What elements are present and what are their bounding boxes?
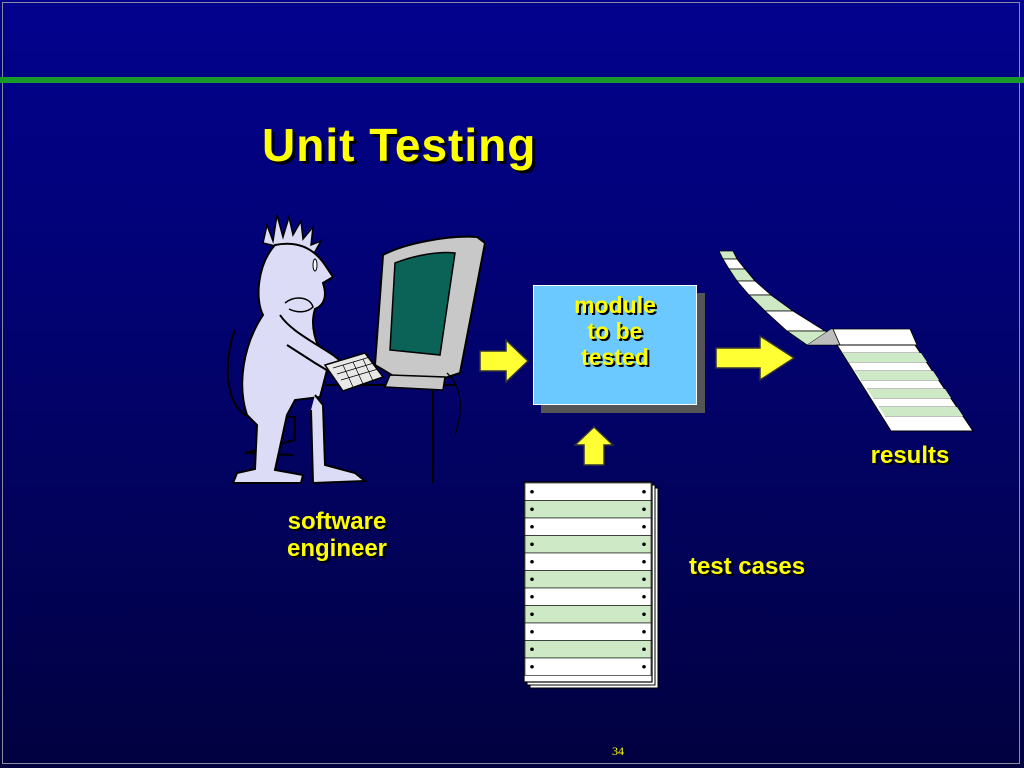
test-case-row	[524, 517, 652, 536]
engineer-at-computer-illustration	[226, 214, 487, 485]
bullet-icon	[530, 542, 534, 547]
results-label: results	[870, 442, 950, 469]
bullet-icon	[530, 507, 534, 512]
test-case-row	[524, 640, 652, 659]
bullet-icon	[642, 612, 646, 617]
arrow-right-icon	[479, 338, 530, 384]
engineer-label-line1: software	[287, 508, 387, 535]
engineer-label: software engineer	[262, 508, 412, 562]
bullet-icon	[642, 489, 646, 494]
test-case-row	[524, 622, 652, 641]
test-case-row	[524, 587, 652, 606]
engineer-label-line2: engineer	[286, 535, 388, 562]
bullet-icon	[642, 664, 646, 669]
slide-title: Unit Testing	[262, 119, 537, 171]
bullet-icon	[530, 612, 534, 617]
bullet-icon	[530, 664, 534, 669]
results-printout-illustration	[718, 250, 974, 432]
bullet-icon	[642, 647, 646, 652]
arrow-right-icon	[715, 334, 796, 382]
header-rule	[0, 77, 1024, 83]
module-label-line1: module	[574, 292, 656, 318]
test-case-row	[524, 657, 652, 676]
module-label: module to be tested	[533, 292, 697, 370]
test-case-row	[524, 482, 652, 501]
bullet-icon	[642, 577, 646, 582]
test-case-row	[524, 552, 652, 571]
module-box	[533, 285, 697, 405]
bullet-icon	[530, 524, 534, 529]
test-case-row	[524, 535, 652, 554]
bullet-icon	[530, 629, 534, 634]
test-case-row	[524, 605, 652, 624]
bullet-icon	[642, 524, 646, 529]
bullet-icon	[530, 489, 534, 494]
bullet-icon	[530, 647, 534, 652]
test-cases-document-illustration	[523, 481, 659, 689]
bullet-icon	[642, 594, 646, 599]
test-case-row	[524, 500, 652, 519]
bullet-icon	[642, 542, 646, 547]
page-number: 34	[612, 744, 624, 758]
bullet-icon	[530, 559, 534, 564]
bullet-icon	[642, 507, 646, 512]
bullet-icon	[530, 594, 534, 599]
results-paper-stack	[836, 344, 974, 432]
test-case-row	[524, 570, 652, 589]
test-cases-label: test cases	[688, 553, 806, 580]
module-label-line3: tested	[581, 344, 649, 370]
module-label-line2: to be	[587, 318, 643, 344]
bullet-icon	[642, 629, 646, 634]
bullet-icon	[642, 559, 646, 564]
arrow-up-icon	[573, 425, 615, 466]
bullet-icon	[530, 577, 534, 582]
